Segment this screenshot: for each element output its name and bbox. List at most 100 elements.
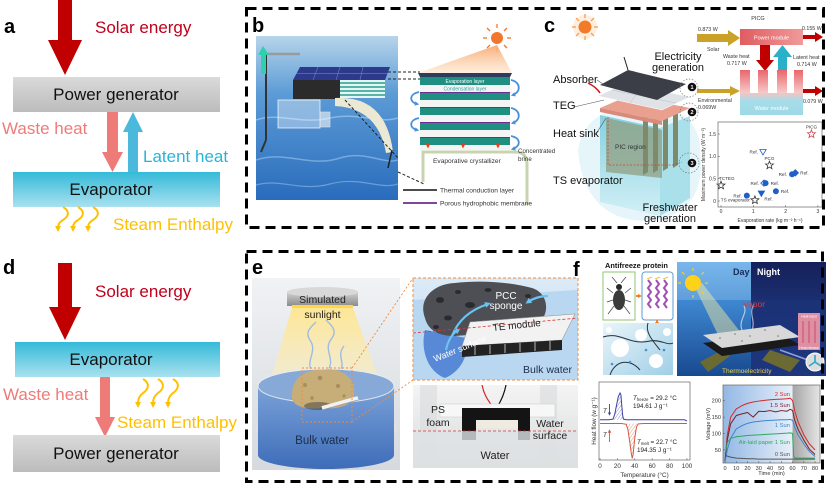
panel-d: d Solar energy Evaporator Waste heat Ste… (3, 257, 238, 472)
zoom-connectors (344, 71, 425, 185)
water-surface-photo-label: surface (533, 430, 568, 442)
lamp-label: sunlight (304, 309, 340, 321)
steam-arrows (135, 378, 179, 408)
vapor-arrow-icon (525, 294, 549, 304)
pic-region-label: PIC region (615, 144, 646, 151)
brine-label: brine (518, 156, 532, 163)
y-tick-label: 1.5 (709, 132, 716, 138)
panel-label-c: c (544, 15, 555, 37)
steam-arrow-icon (165, 378, 179, 408)
x-tick-label: 30 (756, 466, 762, 472)
y-tick-label: 0 (713, 199, 716, 205)
solar-input-label: Solar (707, 47, 720, 53)
scatter-point (764, 159, 775, 170)
plot-background (599, 382, 690, 460)
heat-sink-label: Heat sink (553, 128, 599, 140)
power-generator-box (13, 435, 220, 472)
ps-foam-photo: PS foam Water surface Water (413, 385, 578, 468)
water-module-box (740, 93, 803, 115)
x-tick-label: 60 (789, 466, 795, 472)
x-tick-label: 80 (812, 466, 818, 472)
legend-label: Thermal conduction layer (440, 188, 515, 195)
power-module-label: Power module (754, 36, 789, 42)
scatter-point (759, 149, 767, 156)
series-label: 1 Sun (775, 423, 790, 429)
waste-heat-flow-label: Waste heat (723, 54, 750, 60)
waste-heat-arrow (102, 112, 123, 172)
x-tick-label: 20 (744, 466, 750, 472)
panel-label-a: a (4, 16, 16, 38)
vapor-arrow-icon (444, 328, 461, 351)
floating-device-render (256, 36, 398, 200)
solar-energy-arrow (48, 0, 82, 75)
protein-illustration (641, 271, 674, 321)
environmental-input-arrow (697, 86, 740, 96)
point-label: TS evaporator (721, 198, 751, 203)
pcc-sponge-pile (291, 369, 355, 409)
light-cone (418, 45, 512, 73)
panel-b-legend: Thermal conduction layer Porous hydropho… (403, 188, 532, 208)
plot-frame (717, 121, 823, 208)
x-tick-label: 50 (778, 466, 784, 472)
power-output-arrow (803, 32, 823, 42)
x-tick-label: 100 (682, 463, 693, 470)
vapor-arrow-icon (510, 107, 520, 125)
evaporator-box (13, 172, 220, 207)
evaporator-box (15, 342, 220, 377)
te-module-label: TE module (492, 318, 542, 334)
plot-frame (598, 381, 691, 461)
x-tick-label: 0 (598, 463, 602, 470)
day-label: Day (733, 267, 750, 277)
panel-b: b (252, 15, 556, 208)
condensation-layer-label: Condensation layer (443, 87, 486, 93)
point-label: Ref. (751, 181, 759, 186)
cooling-label: T (603, 408, 608, 415)
x-tick-label: 20 (614, 463, 622, 470)
pcc-sponge-label: sponge (490, 301, 523, 312)
latent-heat-flow-arrow (773, 45, 792, 71)
vapor-arrow-icon (410, 117, 420, 132)
ps-foam-label: PS (431, 404, 445, 416)
panel-label-d: d (3, 257, 15, 279)
x-tick-label: 40 (631, 463, 639, 470)
antifreeze-protein-label: Antifreeze protein (605, 261, 668, 270)
day-night-illustration: Heat input Heat release Day Night Vapor … (677, 262, 826, 376)
steam-arrow-icon (135, 378, 149, 408)
power-generator-box (13, 77, 220, 112)
freshwater-generation-label: Freshwater (642, 202, 697, 214)
numbered-markers: 1 2 3 (678, 78, 700, 174)
series-line (724, 454, 816, 460)
x-tick-label: 0 (720, 209, 723, 215)
series-label: 0 Sun (775, 452, 790, 458)
crystallizer-tray (421, 150, 529, 205)
solar-energy-label: Solar energy (95, 282, 192, 301)
x-tick-label: 60 (649, 463, 657, 470)
x-tick-label: 80 (666, 463, 674, 470)
water-output-value: 0.079 W (803, 99, 823, 105)
waste-heat-label: Waste heat (3, 385, 89, 404)
absorber-label: Absorber (553, 74, 598, 86)
teg-label: TEG (553, 100, 576, 112)
pcc-sponge-zoom-render: PCC sponge TE module Water surface Bulk … (413, 278, 578, 380)
y-tick-label: 1.0 (709, 154, 716, 160)
marker-number: 3 (690, 161, 693, 167)
panel-label-e: e (252, 257, 263, 279)
shaded-region (792, 385, 820, 463)
steam-arrow-icon (150, 378, 164, 408)
point-label: PCG (764, 156, 774, 161)
bulk-water-setup-render: Simulated sunlight Bulk water (252, 278, 400, 470)
series-line (724, 432, 816, 459)
x-axis-label: Time (min) (758, 471, 785, 477)
point-label: Ref. (764, 196, 772, 201)
marker-number: 1 (690, 85, 693, 91)
water-dish (258, 386, 394, 469)
point-label: TCTEG (719, 176, 735, 181)
series-label: Air-laid paper 1 Sun (739, 440, 790, 446)
scatter-point (749, 194, 760, 205)
x-axis-label: Temperature (°C) (620, 471, 668, 479)
crystallizer-diagram: Evaporation layer Condensation layer Eva… (410, 24, 556, 205)
freeze-enthalpy: 194.61 J g⁻¹ (633, 403, 668, 410)
